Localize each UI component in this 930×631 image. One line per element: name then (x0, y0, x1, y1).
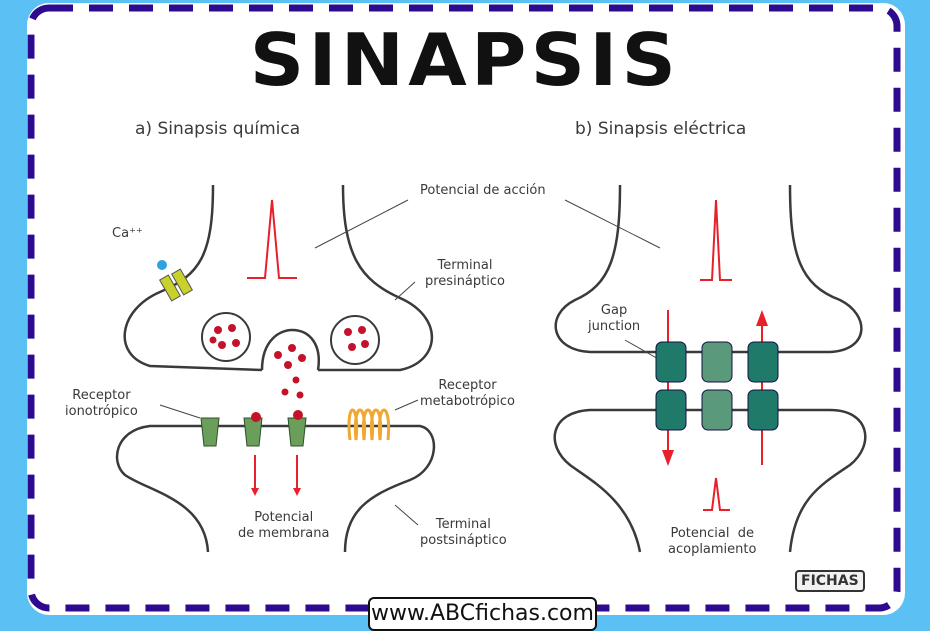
action-potential-spike (247, 199, 297, 279)
logo-text: FICHAS (801, 573, 859, 589)
label-ionotropic-receptor: Receptor ionotrópico (65, 388, 138, 419)
label-gap-junction: Gap junction (588, 303, 641, 334)
abcfichas-logo: FICHAS (795, 570, 865, 592)
label-presynaptic-terminal: Terminal presináptico (425, 258, 505, 289)
postsynaptic-membrane (115, 424, 436, 553)
calcium-ion (157, 260, 167, 270)
page-title: SINAPSIS (249, 18, 681, 102)
subtitle-chemical: a) Sinapsis química (135, 119, 301, 139)
card (27, 3, 905, 615)
calcium-channel (158, 268, 194, 302)
gap-junction-channels (655, 341, 779, 431)
vesicles (201, 312, 380, 365)
website-link[interactable]: www.ABCfichas.com (368, 597, 597, 631)
label-action-potential: Potencial de acción (420, 183, 546, 198)
subtitle-electrical: b) Sinapsis eléctrica (575, 119, 747, 139)
label-coupling-potential: Potencial de acoplamiento (668, 526, 757, 557)
fusing-vesicle (260, 328, 321, 371)
metabotropic-receptor (347, 408, 391, 441)
action-potential-spike-b (700, 199, 732, 281)
label-metabotropic-receptor: Receptor metabotrópico (420, 378, 516, 409)
presynaptic-membrane (123, 184, 263, 372)
label-postsynaptic-terminal: Terminal postsináptico (420, 517, 507, 548)
neurotransmitters (209, 324, 369, 399)
label-calcium: Ca⁺⁺ (112, 226, 143, 241)
coupling-potential-spike (703, 477, 730, 511)
label-membrane-potential: Potencial de membrana (238, 510, 330, 541)
ionotropic-receptors (200, 417, 307, 447)
